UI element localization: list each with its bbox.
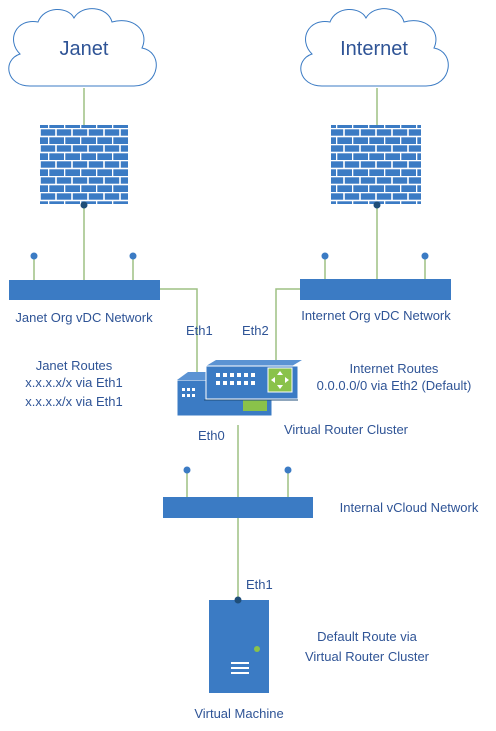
janet-org-network-label: Janet Org vDC Network	[15, 310, 153, 325]
network-bar	[163, 497, 313, 518]
link-internet-network-eth2	[275, 288, 300, 368]
connection-lines	[83, 88, 378, 600]
vm-route-line: Default Route via	[317, 629, 417, 644]
internal-vcloud-network: Internal vCloud Network	[163, 466, 479, 518]
firewall-icon	[40, 125, 128, 204]
internet-route-line: 0.0.0.0/0 via Eth2 (Default)	[317, 378, 472, 393]
virtual-router-cluster: Eth0 Virtual Router Cluster	[176, 360, 409, 443]
janet-firewall	[40, 125, 128, 209]
internet-firewall	[331, 125, 421, 209]
eth1-vm-label: Eth1	[246, 577, 273, 592]
internet-routes: Internet Routes 0.0.0.0/0 via Eth2 (Defa…	[317, 361, 472, 393]
janet-route-line: x.x.x.x/x via Eth1	[25, 375, 123, 390]
antenna-dot	[321, 252, 329, 260]
cloud-icon	[8, 8, 157, 87]
janet-routes: Janet Routes x.x.x.x/x via Eth1 x.x.x.x/…	[25, 358, 123, 409]
antenna-dot	[129, 252, 137, 260]
antenna-dot	[30, 252, 38, 260]
network-bar	[300, 279, 451, 300]
vm-route-line: Virtual Router Cluster	[305, 649, 430, 664]
janet-org-network: Janet Org vDC Network	[9, 252, 160, 325]
antenna-dot	[183, 466, 191, 474]
internet-routes-title: Internet Routes	[350, 361, 439, 376]
internet-org-network: Internet Org vDC Network	[300, 252, 451, 323]
internet-cloud-label: Internet	[340, 38, 408, 60]
janet-route-line: x.x.x.x/x via Eth1	[25, 394, 123, 409]
eth2-label: Eth2	[242, 323, 269, 338]
router-cluster-label: Virtual Router Cluster	[284, 422, 409, 437]
janet-cloud: Janet	[8, 8, 157, 87]
antenna-dot	[284, 466, 292, 474]
server-icon	[209, 600, 269, 693]
cloud-icon	[300, 8, 449, 87]
router-icon	[205, 360, 302, 400]
eth0-label: Eth0	[198, 428, 225, 443]
internal-network-label: Internal vCloud Network	[340, 500, 479, 515]
port-dot	[80, 201, 88, 209]
power-led	[254, 646, 260, 652]
firewall-icon	[331, 125, 421, 204]
eth1-upper-label: Eth1	[186, 323, 213, 338]
internet-cloud: Internet	[300, 8, 449, 87]
port-dot	[373, 201, 381, 209]
vm-label: Virtual Machine	[194, 706, 283, 721]
port-dot	[234, 596, 242, 604]
antenna-dot	[421, 252, 429, 260]
link-janet-network-eth1	[160, 288, 198, 378]
janet-cloud-label: Janet	[60, 38, 109, 60]
janet-routes-title: Janet Routes	[36, 358, 113, 373]
network-bar	[9, 280, 160, 300]
virtual-machine: Eth1 Virtual Machine Default Route via V…	[194, 577, 429, 721]
internet-org-network-label: Internet Org vDC Network	[301, 308, 451, 323]
